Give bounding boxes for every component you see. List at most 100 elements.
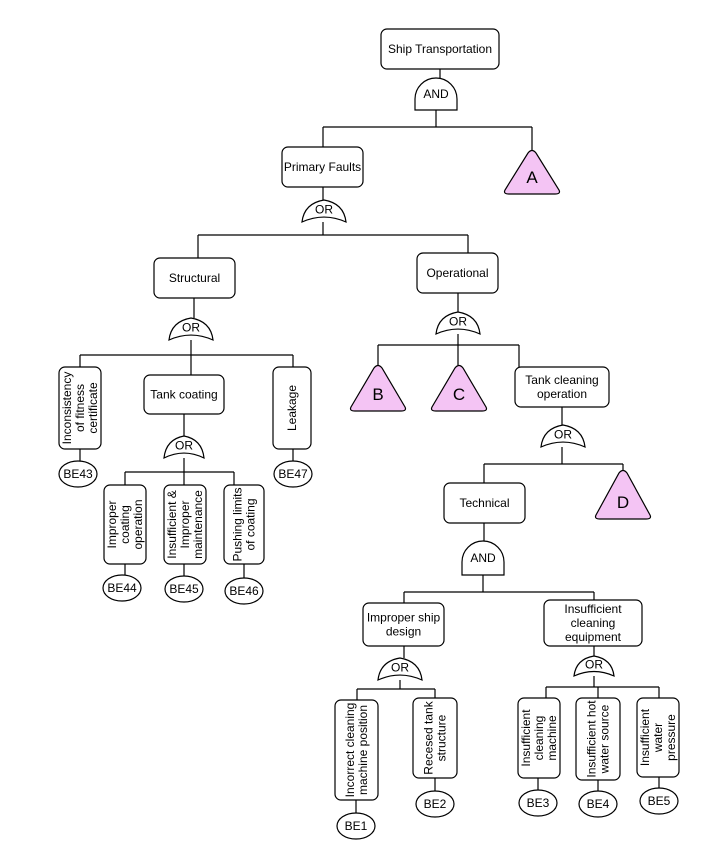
or-gate-structural-label: OR bbox=[182, 321, 200, 335]
transfer-gate-c: C bbox=[430, 364, 488, 412]
or-gate-ship-design: OR bbox=[377, 657, 423, 681]
basic-event-be5: BE5 bbox=[639, 787, 679, 815]
or-gate-cleaning-equipment: OR bbox=[573, 655, 615, 677]
basic-event-be4: BE4 bbox=[578, 790, 618, 818]
or-gate-tank-coating-label: OR bbox=[175, 439, 193, 453]
basic-event-be43: BE43 bbox=[58, 460, 98, 488]
basic-event-be1-label: BE1 bbox=[345, 819, 368, 833]
leakage-node: Leakage bbox=[272, 366, 312, 450]
insufficient-cleaning-machine-node-label: machine bbox=[545, 715, 559, 761]
insufficient-water-pressure-node-label: pressure bbox=[664, 714, 678, 761]
or-gate-ship-design-label: OR bbox=[391, 661, 409, 675]
inconsistency-fitness-certificate-node-label: of fitness bbox=[73, 384, 87, 432]
insufficient-improper-maintenance-node-label: Insufficient & bbox=[165, 490, 179, 558]
transfer-gate-b-label: B bbox=[372, 385, 383, 404]
or-gate-tank-cleaning-label: OR bbox=[554, 428, 572, 442]
pushing-limits-coating-node-label: of coating bbox=[244, 498, 258, 550]
or-gate-tank-coating: OR bbox=[163, 435, 205, 460]
primary-faults-node-label: Primary Faults bbox=[284, 160, 361, 174]
technical-node: Technical bbox=[443, 482, 526, 524]
basic-event-be47: BE47 bbox=[273, 460, 313, 488]
ship-transportation-node-label: Ship Transportation bbox=[388, 42, 492, 56]
operational-node-label: Operational bbox=[426, 266, 488, 280]
insufficient-cleaning-equipment-node-label: Insufficient bbox=[564, 602, 622, 616]
transfer-gate-b: B bbox=[349, 364, 407, 412]
transfer-gate-a: A bbox=[503, 149, 561, 195]
insufficient-cleaning-machine-node-label: Insufficient bbox=[519, 709, 533, 767]
insufficient-water-pressure-node-label: Insufficient bbox=[638, 708, 652, 766]
and-gate-technical: AND bbox=[461, 540, 505, 576]
transfer-gate-d-label: D bbox=[617, 493, 629, 512]
tank-cleaning-operation-node-label: operation bbox=[537, 387, 587, 401]
basic-event-be45: BE45 bbox=[164, 575, 204, 603]
or-gate-operational: OR bbox=[435, 311, 481, 335]
tank-cleaning-operation-node-label: Tank cleaning bbox=[525, 373, 598, 387]
basic-event-be46: BE46 bbox=[224, 577, 264, 605]
insufficient-cleaning-machine-node-label: cleaning bbox=[532, 716, 546, 761]
transfer-gate-d: D bbox=[594, 469, 652, 520]
technical-node-label: Technical bbox=[459, 496, 509, 510]
basic-event-be46-label: BE46 bbox=[229, 584, 259, 598]
basic-event-be2: BE2 bbox=[415, 790, 455, 818]
basic-event-be4-label: BE4 bbox=[587, 797, 610, 811]
recessed-tank-structure-node-label: structure bbox=[435, 714, 449, 761]
improper-ship-design-node-label: design bbox=[386, 625, 421, 639]
improper-ship-design-node-label: Improper ship bbox=[367, 611, 441, 625]
incorrect-cleaning-machine-position-node-label: machine position bbox=[356, 705, 370, 795]
basic-event-be45-label: BE45 bbox=[169, 582, 199, 596]
primary-faults-node: Primary Faults bbox=[281, 146, 364, 188]
connectors bbox=[79, 69, 660, 813]
insufficient-cleaning-equipment-node-label: equipment bbox=[565, 630, 622, 644]
transfer-gate-c-label: C bbox=[453, 385, 465, 404]
ship-transportation-node: Ship Transportation bbox=[380, 28, 500, 70]
basic-event-be47-label: BE47 bbox=[278, 467, 308, 481]
basic-event-be3-label: BE3 bbox=[527, 796, 550, 810]
basic-event-be44: BE44 bbox=[102, 574, 142, 602]
and-gate-technical-label: AND bbox=[470, 551, 496, 565]
operational-node: Operational bbox=[416, 252, 499, 294]
or-gate-primary-label: OR bbox=[315, 203, 333, 217]
insufficient-improper-maintenance-node-label: maintenance bbox=[191, 490, 205, 559]
transfer-gate-a-label: A bbox=[526, 168, 538, 187]
improper-coating-operation-node-label: operation bbox=[131, 499, 145, 549]
tank-coating-node: Tank coating bbox=[143, 374, 225, 415]
recessed-tank-structure-node-label: Recesed tank bbox=[422, 700, 436, 774]
pushing-limits-coating-node-label: Pushing limits bbox=[231, 487, 245, 561]
or-gate-tank-cleaning: OR bbox=[540, 424, 586, 448]
improper-coating-operation-node-label: Improper bbox=[105, 500, 119, 548]
insufficient-hot-water-source-node-label: Insufficient hot bbox=[585, 700, 599, 778]
basic-event-be1: BE1 bbox=[336, 812, 376, 840]
basic-event-be43-label: BE43 bbox=[63, 467, 93, 481]
inconsistency-fitness-certificate-node-label: certificate bbox=[86, 382, 100, 434]
or-gate-primary: OR bbox=[301, 199, 347, 223]
insufficient-water-pressure-node-label: water bbox=[651, 723, 665, 753]
or-gate-structural: OR bbox=[168, 317, 214, 341]
structural-node: Structural bbox=[153, 257, 236, 299]
and-gate-ship-label: AND bbox=[423, 87, 449, 101]
basic-event-be2-label: BE2 bbox=[424, 797, 447, 811]
improper-coating-operation-node-label: coating bbox=[118, 505, 132, 544]
inconsistency-fitness-certificate-node-label: Inconsistency bbox=[60, 372, 74, 445]
incorrect-cleaning-machine-position-node-label: Incorrect cleaning bbox=[343, 703, 357, 798]
insufficient-hot-water-source-node-label: water source bbox=[598, 704, 612, 774]
basic-event-be3: BE3 bbox=[518, 789, 558, 817]
structural-node-label: Structural bbox=[169, 271, 220, 285]
leakage-node-label: Leakage bbox=[285, 385, 299, 431]
or-gate-operational-label: OR bbox=[449, 315, 467, 329]
tank-coating-node-label: Tank coating bbox=[150, 388, 217, 402]
or-gate-cleaning-equipment-label: OR bbox=[585, 657, 603, 671]
basic-event-be5-label: BE5 bbox=[648, 794, 671, 808]
